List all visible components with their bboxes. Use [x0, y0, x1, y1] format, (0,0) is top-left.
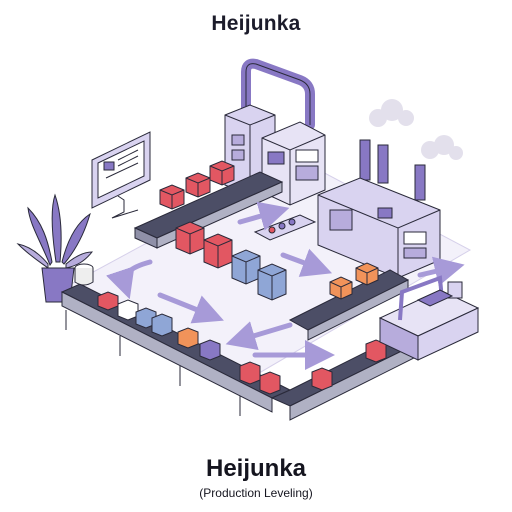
caption-subtitle: (Production Leveling)	[199, 486, 313, 500]
smoke-cloud-icon	[369, 99, 463, 160]
box-blue	[151, 313, 173, 337]
lower-belt-boxes	[97, 291, 387, 395]
box-red	[175, 221, 205, 255]
upper-belt-boxes	[159, 160, 235, 210]
robot-arm-icon	[378, 275, 480, 361]
right-belt-boxes	[329, 262, 379, 300]
box-red	[259, 371, 281, 395]
box-lavender	[199, 339, 221, 361]
computer-monitor-icon	[91, 131, 151, 219]
box-red	[239, 361, 261, 385]
box-red	[203, 233, 233, 269]
box-red	[209, 160, 235, 186]
box-red	[97, 291, 119, 311]
box-white	[117, 299, 139, 321]
box-red	[365, 339, 387, 363]
overhead-pipe	[241, 58, 315, 130]
caption-title: Heijunka	[205, 455, 307, 482]
box-blue	[257, 263, 287, 301]
box-red	[311, 367, 333, 391]
potted-plant-icon	[16, 193, 94, 303]
box-orange	[355, 262, 379, 286]
cylinder-part	[74, 263, 94, 286]
flow-arrows	[106, 201, 465, 370]
box-red	[185, 172, 211, 198]
box-blue	[231, 249, 261, 285]
diagram-title: Heijunka	[211, 12, 301, 35]
box-orange	[329, 276, 353, 300]
center-boxes	[175, 221, 287, 301]
factory-icon	[317, 139, 441, 279]
box-red	[159, 184, 185, 210]
box-orange	[177, 327, 199, 349]
